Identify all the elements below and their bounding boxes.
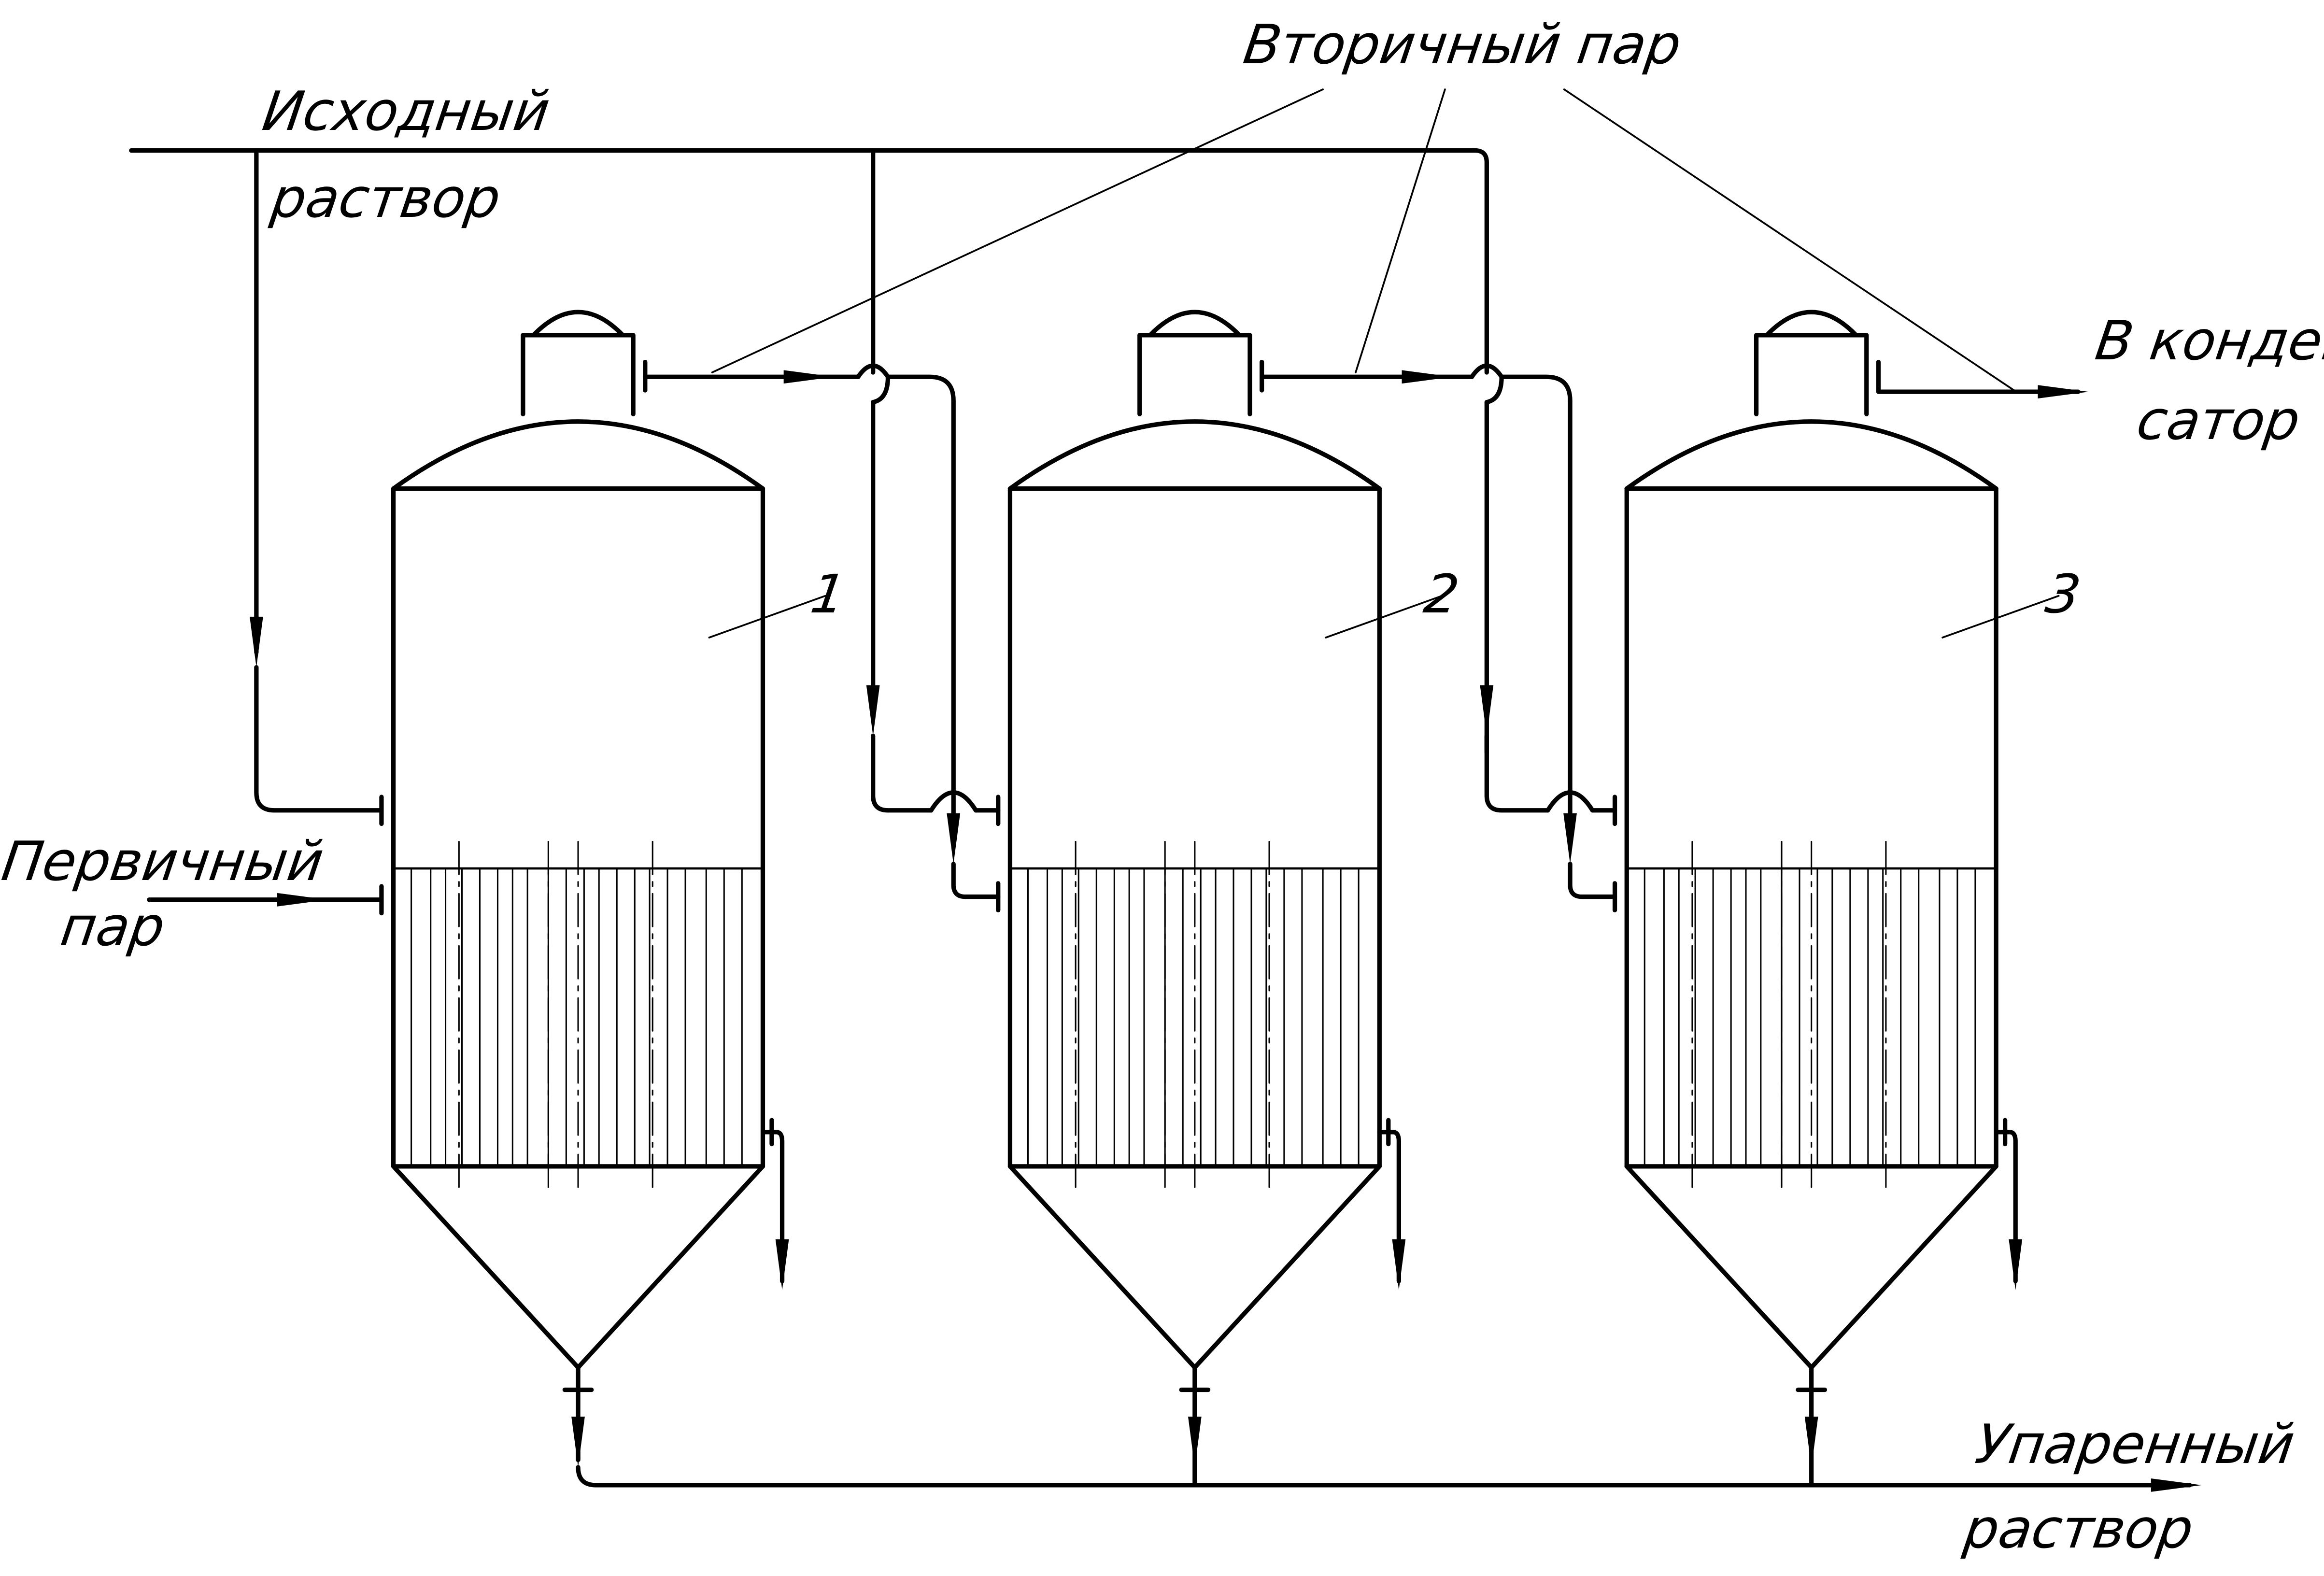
product-collector (576, 1465, 2192, 1488)
primary-steam-arrow (277, 893, 328, 907)
vessel-3-neck (1754, 333, 1869, 417)
primary-steam-label-line1: Первичный (0, 830, 327, 893)
feed-inlet-2-a (871, 733, 934, 813)
vessel-3-dome (1624, 419, 1998, 491)
vapor-arrow-2-down (1563, 813, 1577, 864)
vessel-2-neck (1137, 333, 1252, 417)
primary-steam-label-line2: пар (57, 895, 169, 958)
product-arrow-out (2151, 1478, 2202, 1492)
vessel-1-cap (531, 310, 625, 338)
secondary-leader-2 (1355, 88, 1446, 373)
product-label-line1: Упаренный (1971, 1413, 2298, 1476)
vapor-inlet-2 (951, 862, 1001, 899)
vessel-1-dome (391, 419, 765, 491)
product-label-line2: раствор (1960, 1498, 2197, 1561)
vessel-2-cap (1148, 310, 1242, 338)
vessel-3-cone (1624, 1164, 1998, 1370)
vessel-2-dome (1007, 419, 1382, 491)
vapor-inlet-3 (1568, 862, 1617, 899)
vessels-group (391, 310, 1998, 1370)
feed-header (129, 148, 1489, 375)
arrows-group (249, 370, 2202, 1492)
vessel-2-cone (1007, 1164, 1382, 1370)
pipes-group (129, 148, 2192, 1488)
vessel-3-cap (1764, 310, 1858, 338)
vessel-2-drain-pipe (1377, 1130, 1402, 1283)
condenser-label-line1: В конден– (2091, 310, 2324, 372)
feed-inlet-1 (254, 665, 384, 813)
secondary-leader-1 (711, 88, 1324, 373)
vessel-1-drain-pipe (760, 1130, 785, 1283)
vessel-1-number-leader (708, 595, 826, 639)
vapor-arrow-1 (783, 370, 835, 384)
feed-arrow-3 (1480, 685, 1494, 736)
vessel-3-drain-arrow (2009, 1239, 2023, 1290)
vessel-2-number-leader (1325, 595, 1443, 639)
product-arrow-1 (571, 1416, 585, 1467)
feed-label-line2: раствор (267, 167, 505, 230)
vapor-line-2-down (1499, 374, 1573, 849)
vessel-3-number-leader (1941, 595, 2060, 639)
secondary-steam-label: Вторичный пар (1239, 14, 1685, 76)
vessel-2-drain-arrow (1392, 1239, 1406, 1290)
vessel-3-drain-pipe (1994, 1130, 2018, 1283)
product-arrow-2 (1188, 1416, 1202, 1467)
leader-lines-group (708, 88, 2060, 639)
feed-arrow-1 (249, 616, 263, 667)
vapor-line-1-down (885, 374, 956, 849)
vessel-1-drain-arrow (775, 1239, 789, 1290)
vapor-arrow-condenser (2038, 385, 2089, 399)
feed-inlet-3-a (1484, 733, 1550, 813)
secondary-leader-3 (1563, 88, 2015, 391)
vessel-1-neck (521, 333, 636, 417)
feed-label-line1: Исходный (258, 80, 554, 143)
product-arrow-3 (1804, 1416, 1818, 1467)
condenser-label-line2: сатор (2133, 389, 2304, 452)
vapor-arrow-2 (1402, 370, 1453, 384)
vessel-1-cone (391, 1164, 765, 1370)
vapor-arrow-1-down (947, 813, 961, 864)
feed-arrow-2 (866, 685, 880, 736)
